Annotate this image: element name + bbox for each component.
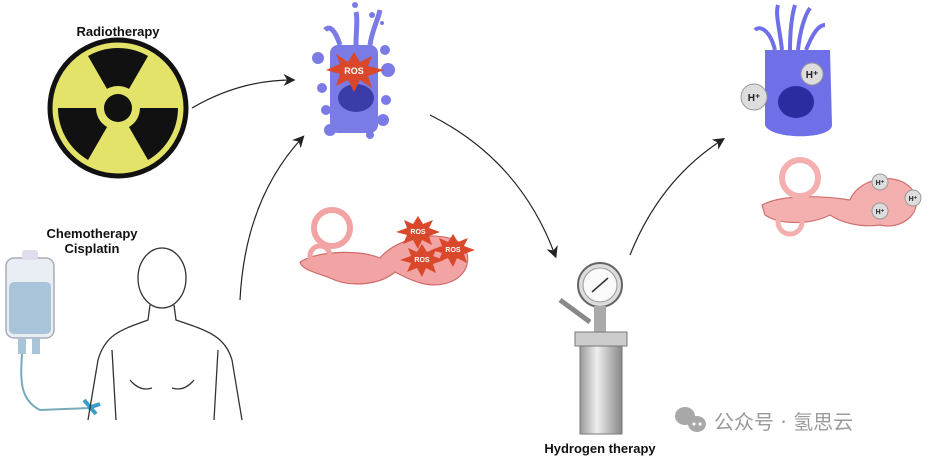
ros-label: ROS (410, 229, 426, 236)
arrow-damage-to-hydrogen (429, 114, 558, 259)
ros-label: ROS (414, 257, 430, 264)
damaged-cochlea-icon (299, 207, 469, 286)
patient-body-icon (87, 247, 243, 421)
radiation-symbol-icon (47, 37, 189, 179)
hydrogen-ion-label: H⁺ (748, 93, 761, 104)
hydrogen-ion-icons: H⁺ H⁺ H⁺ (871, 173, 922, 220)
wechat-icon (675, 407, 706, 432)
watermark-text: 公众号 · 氢思云 (714, 410, 853, 434)
arrow-chemo-to-cell (239, 135, 305, 301)
hydrogen-reactor-icon (558, 262, 628, 435)
hydrogen-therapy-label: Hydrogen therapy (544, 441, 656, 456)
hydrogen-ion-icons: H⁺ H⁺ (740, 62, 824, 111)
ros-burst-icon: ROS (326, 52, 384, 92)
cisplatin-label: Cisplatin (65, 241, 120, 256)
iv-bag-icon (5, 250, 101, 416)
ros-burst-icon: ROS ROS ROS (396, 216, 475, 277)
ros-label: ROS (445, 247, 461, 254)
hydrogen-ion-label: H⁺ (876, 209, 885, 216)
hydrogen-ion-label: H⁺ (876, 180, 885, 187)
hydrogen-ion-label: H⁺ (806, 70, 819, 81)
radiotherapy-label: Radiotherapy (76, 24, 160, 39)
healthy-cochlea-icon (761, 157, 917, 237)
ros-label: ROS (344, 66, 364, 76)
chemotherapy-label: Chemotherapy (46, 226, 138, 241)
arrow-radiotherapy-to-cell (191, 74, 296, 109)
arrow-hydrogen-to-recovery (629, 138, 726, 256)
hydrogen-ion-label: H⁺ (909, 196, 918, 203)
